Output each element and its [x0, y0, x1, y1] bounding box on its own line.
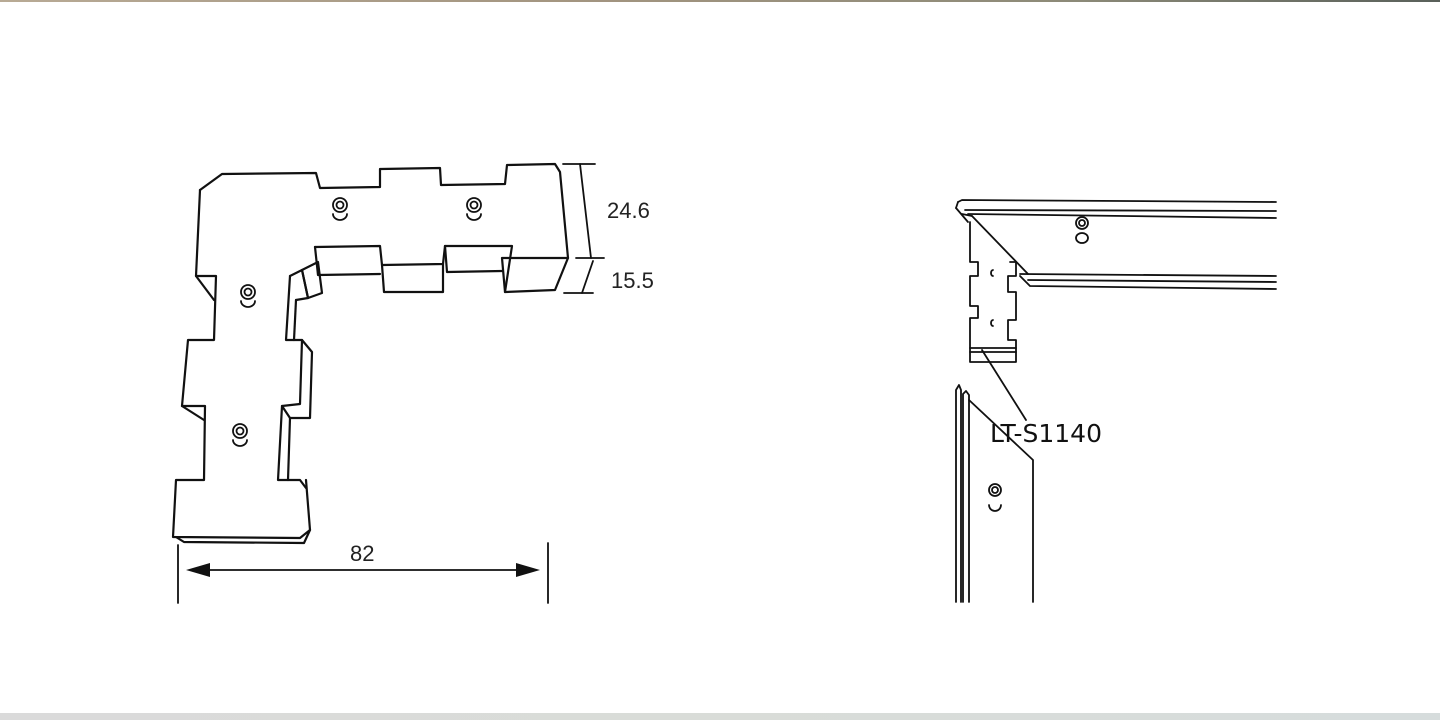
top-border-strip — [0, 0, 1440, 2]
bottom-border-strip — [0, 713, 1440, 720]
dimension-label-height-step: 15.5 — [611, 268, 654, 293]
dimension-label-width: 82 — [350, 541, 375, 566]
part-number-label: LT-S1140 — [990, 419, 1102, 448]
dimension-label-height-top: 24.6 — [607, 198, 650, 223]
dimension-arrows — [186, 563, 540, 577]
frame-corner-assembly — [955, 199, 1277, 603]
l-connector-bracket — [171, 162, 570, 545]
screw-icons — [232, 197, 482, 447]
dimension-lines — [177, 163, 605, 604]
